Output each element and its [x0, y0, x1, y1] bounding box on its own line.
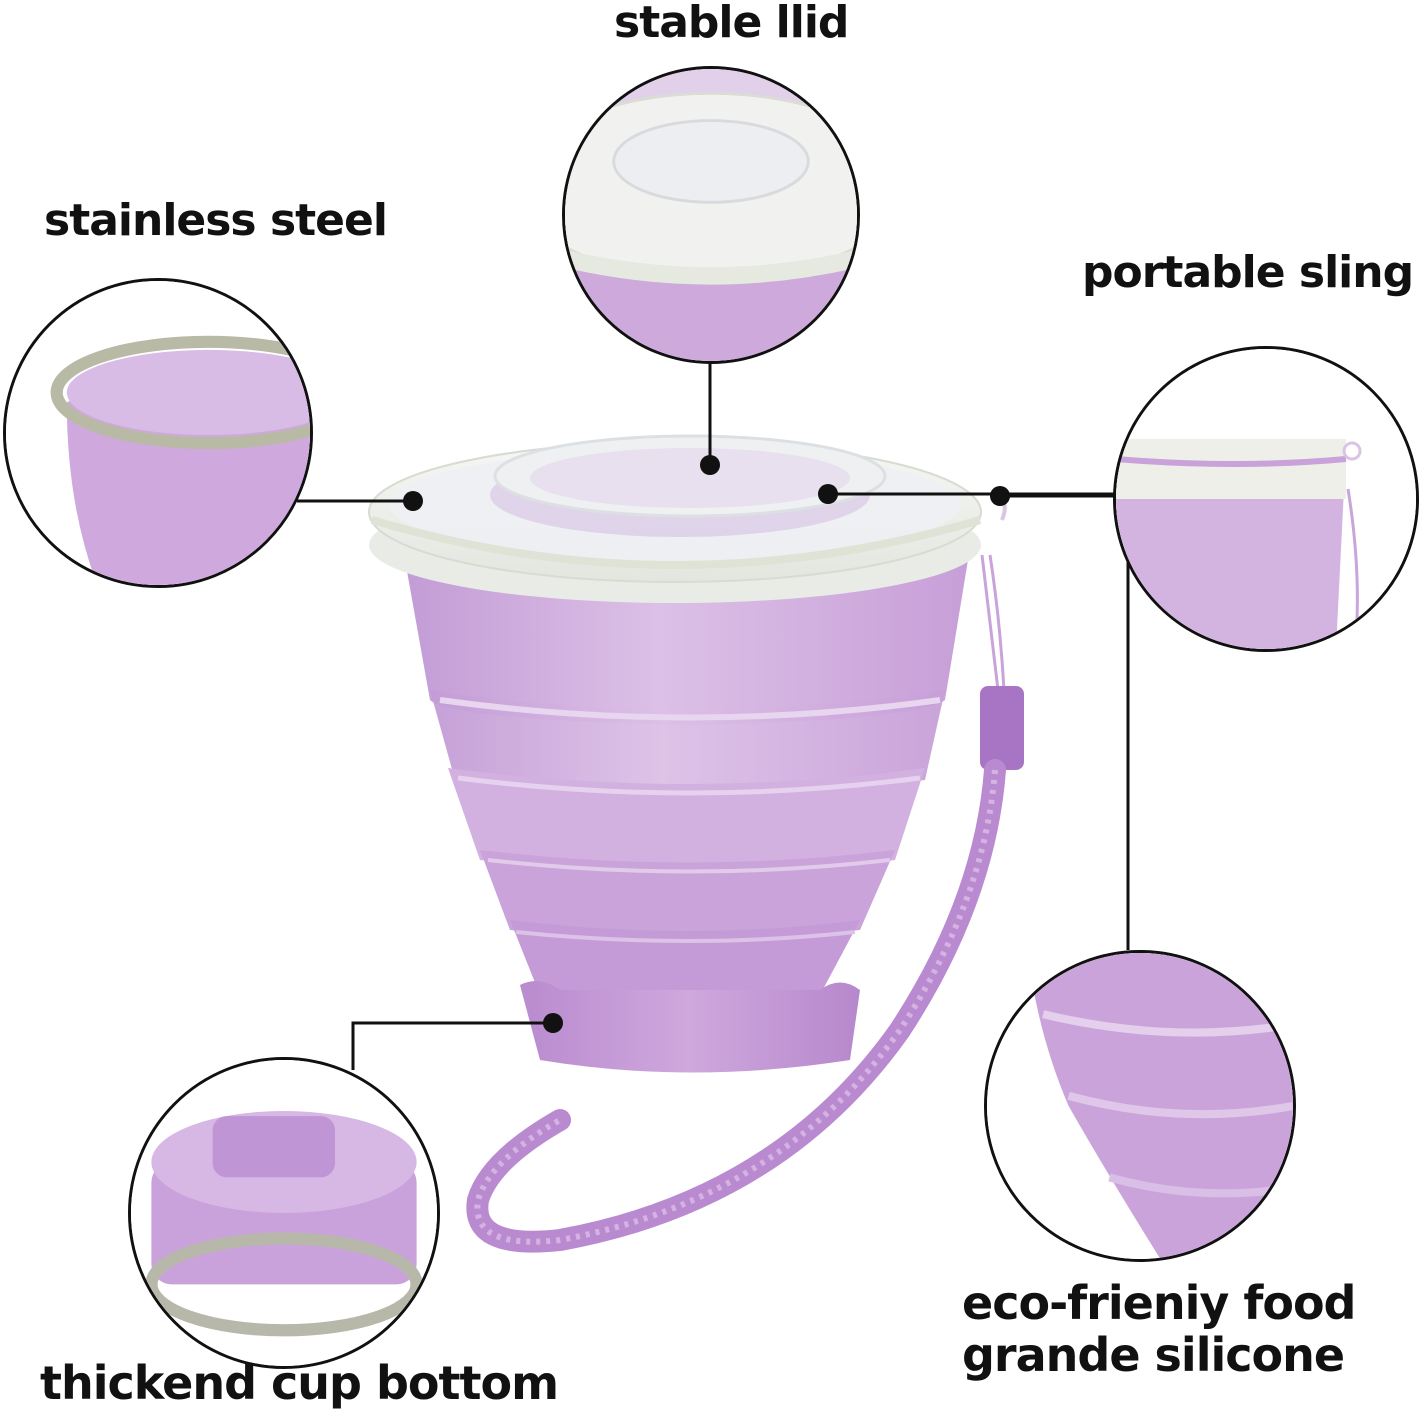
- inset-lid-closeup: [562, 66, 860, 364]
- inset-stainless-steel-rim: [3, 278, 313, 588]
- label-thickened-bottom: thickend cup bottom: [40, 1356, 559, 1410]
- cup-body: [405, 560, 968, 1073]
- inset-food-grade-silicone: [984, 950, 1296, 1262]
- label-food-line-2: grande silicone: [962, 1327, 1345, 1382]
- inset-sling-attachment: [1113, 346, 1419, 652]
- label-stable-lid: stable llid: [614, 0, 849, 48]
- clear-lid: [368, 434, 982, 603]
- inset-cup-bottom: [128, 1057, 440, 1369]
- label-food-grade-silicone: eco-frieniy food grande silicone: [962, 1276, 1356, 1382]
- label-food-line-1: eco-frieniy food: [962, 1276, 1356, 1330]
- label-stainless-steel: stainless steel: [44, 195, 388, 246]
- label-portable-sling: portable sling: [1082, 247, 1414, 298]
